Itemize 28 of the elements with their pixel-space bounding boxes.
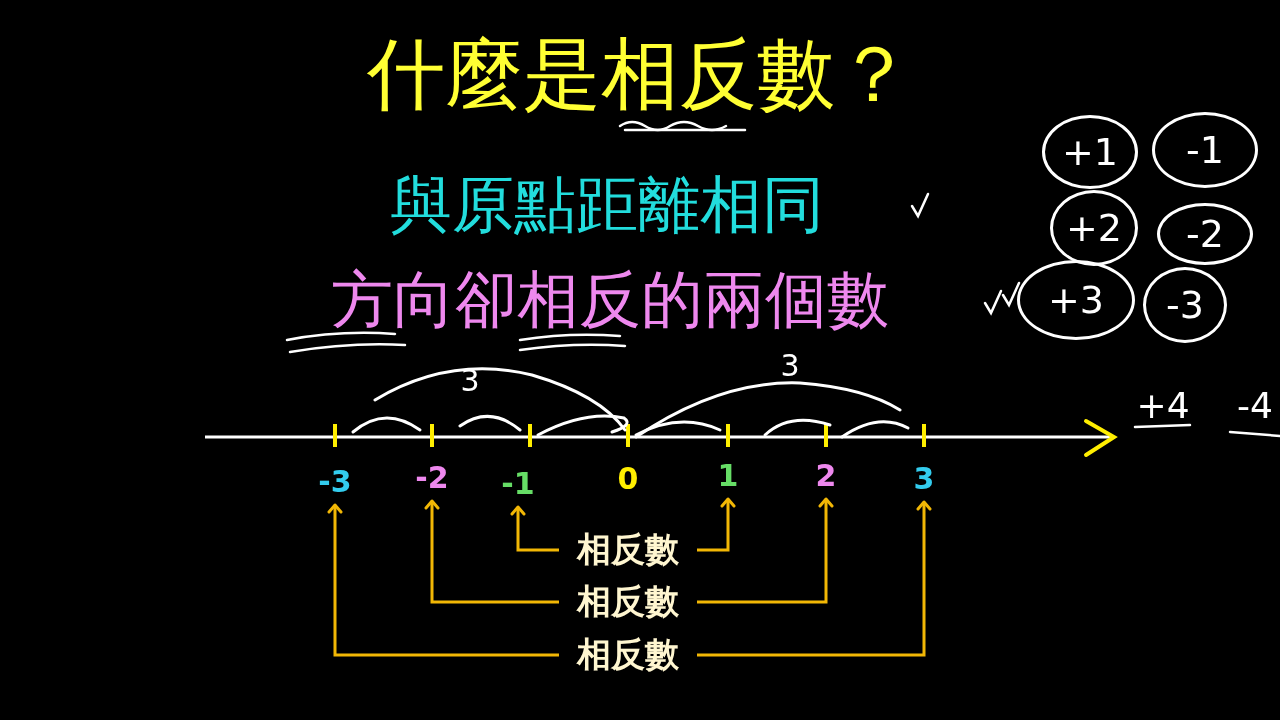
statement-line: 與原點距離相同 (390, 167, 824, 243)
circled-number: -1 (1152, 112, 1258, 188)
tick-number: 2 (806, 453, 846, 497)
tick-number: 3 (904, 456, 944, 500)
handwritten-number: +4 (1136, 384, 1190, 426)
tick-number: -3 (310, 459, 360, 503)
handwritten-number: 3 (780, 347, 800, 383)
circled-number: +2 (1050, 190, 1138, 266)
tick-number: 1 (708, 453, 748, 497)
statement-line: 方向卻相反的兩個數 (331, 262, 889, 338)
circled-number: -2 (1157, 203, 1253, 265)
arrow (697, 500, 932, 657)
arrow (327, 503, 559, 657)
opposite-number-label: 相反數 (563, 635, 693, 675)
circled-number: +1 (1042, 115, 1138, 189)
circled-number: +3 (1017, 260, 1135, 340)
arrow (424, 499, 559, 604)
title: 什麼是相反數？ (367, 27, 913, 121)
tick-number: -2 (407, 455, 457, 499)
handwritten-number: -4 (1237, 384, 1273, 426)
circled-number: -3 (1143, 267, 1227, 343)
tick-number: 0 (608, 456, 648, 500)
arrow (697, 497, 834, 604)
opposite-number-label: 相反數 (563, 530, 693, 570)
arrow (510, 505, 559, 552)
opposite-number-label: 相反數 (563, 582, 693, 622)
tick-number: -1 (493, 461, 543, 505)
arrow (697, 497, 736, 552)
